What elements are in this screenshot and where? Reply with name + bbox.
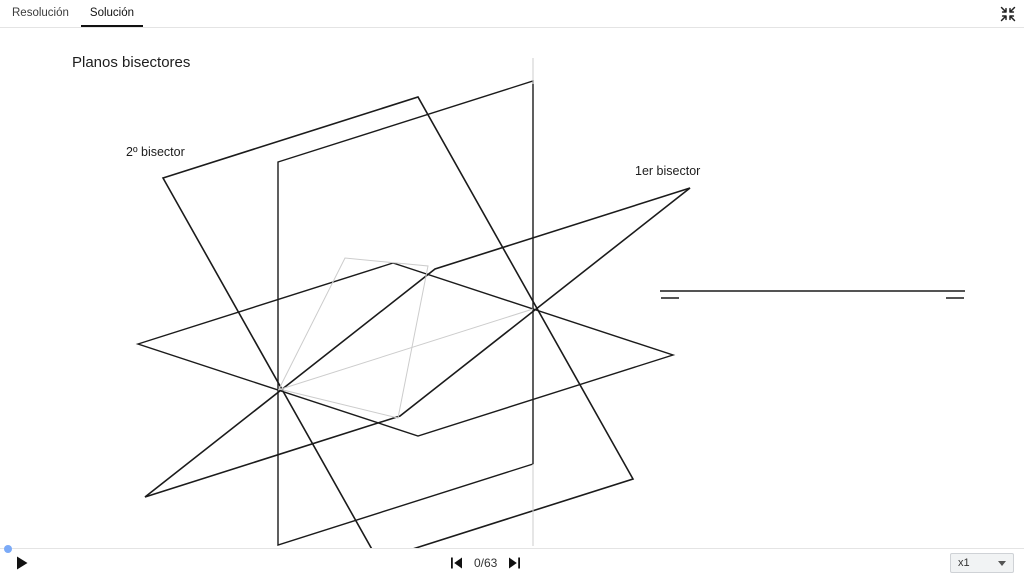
horizontal-plane (135, 262, 676, 437)
player-bar: 0/63 x1 (0, 545, 1024, 576)
canvas-title: Planos bisectores (72, 54, 191, 71)
skip-to-start-button[interactable] (450, 557, 463, 569)
step-controls: 0/63 (450, 549, 521, 576)
skip-to-start-icon (451, 557, 462, 569)
vertical-plane (277, 80, 534, 546)
top-bar: Resolución Solución (0, 0, 1024, 28)
second-bisector-plane (161, 96, 635, 561)
construction-quad (278, 257, 429, 419)
skip-to-end-icon (509, 557, 521, 569)
chevron-down-icon (998, 560, 1006, 566)
progress-slider-thumb[interactable] (4, 545, 12, 553)
tab-solucion[interactable]: Solución (80, 0, 144, 27)
label-second-bisector: 2º bisector (126, 145, 185, 159)
skip-to-end-button[interactable] (508, 557, 521, 569)
ground-line-interior (277, 308, 534, 391)
label-first-bisector: 1er bisector (635, 164, 701, 178)
speed-select[interactable]: x1 (950, 553, 1014, 573)
exit-fullscreen-button[interactable] (994, 0, 1022, 27)
exit-fullscreen-icon (1000, 6, 1016, 21)
play-button[interactable] (16, 556, 30, 570)
tab-resolucion[interactable]: Resolución (12, 6, 69, 19)
play-icon (17, 556, 28, 570)
top-bar-spacer (143, 0, 994, 27)
step-counter: 0/63 (474, 556, 498, 570)
first-bisector-plane (144, 187, 691, 498)
speed-value: x1 (958, 557, 970, 569)
